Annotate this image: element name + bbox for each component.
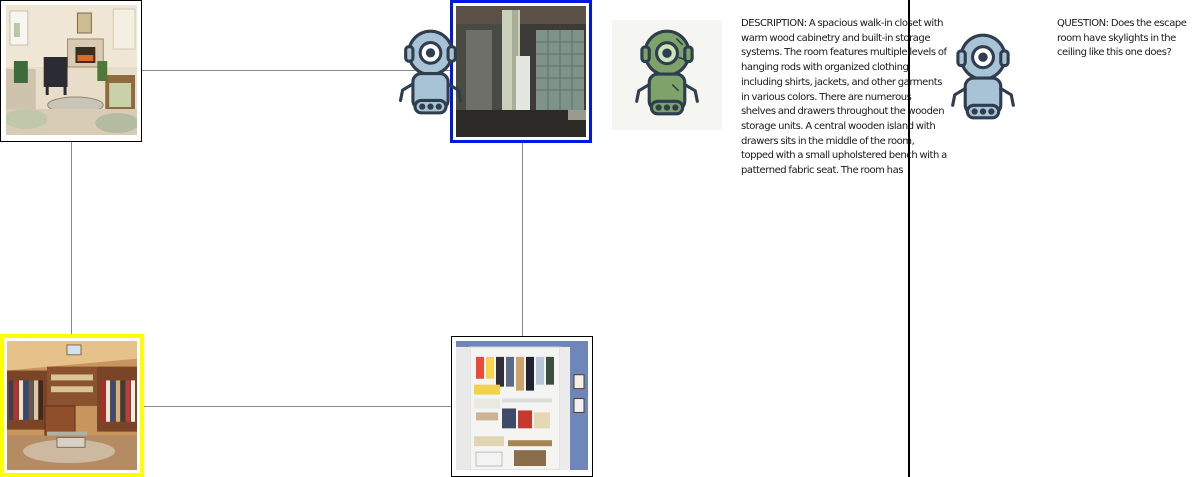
room-node-basement[interactable] — [450, 0, 592, 143]
room-node-reach-in-closet[interactable] — [451, 336, 593, 477]
description-text: DESCRIPTION: A spacious walk-in closet w… — [741, 18, 947, 177]
questioner-robot-icon — [946, 30, 1020, 122]
question-text: QUESTION: Does the escape room have skyl… — [1057, 18, 1187, 59]
reach-in-closet-thumbnail — [456, 341, 588, 470]
walk-in-closet-thumbnail — [7, 341, 137, 470]
connector-living-room-basement — [141, 70, 453, 71]
connector-walk-in-closet-reach-in-closet — [141, 406, 453, 407]
panel-divider — [908, 0, 910, 477]
agent-marker-robot-icon — [394, 26, 467, 117]
connector-living-room-walk-in-closet — [71, 141, 72, 336]
describer-robot-icon — [630, 26, 704, 118]
room-node-living-room[interactable] — [0, 0, 142, 142]
basement-thumbnail — [456, 6, 586, 137]
living-room-thumbnail — [6, 5, 137, 135]
room-node-walk-in-closet[interactable] — [0, 334, 144, 477]
connector-basement-reach-in-closet — [522, 141, 523, 337]
